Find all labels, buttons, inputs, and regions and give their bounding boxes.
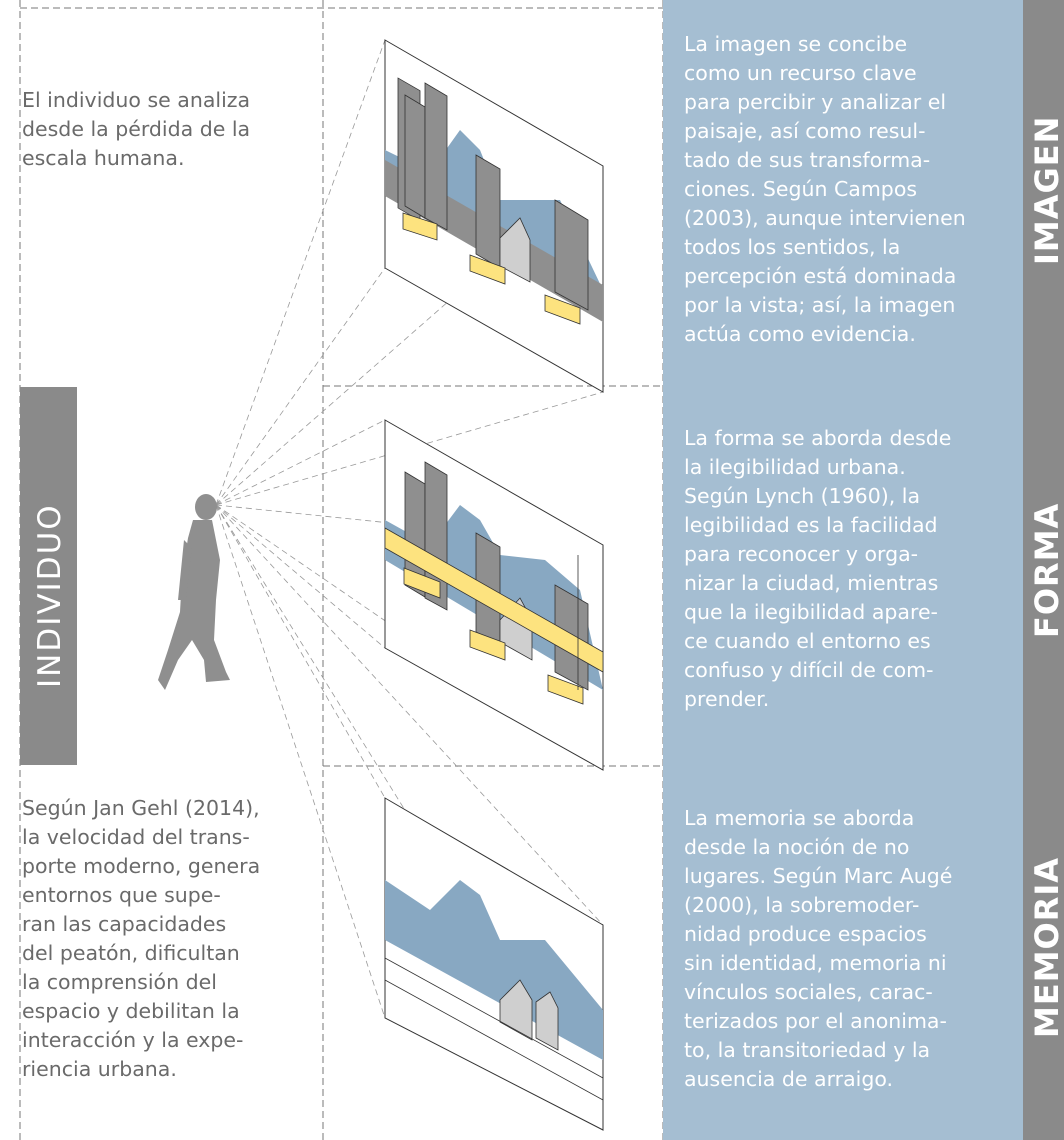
section-label-column: [1023, 0, 1064, 1140]
panel-memoria: [384, 797, 604, 1131]
memoria-text: La memoria se aborda desde la noción de …: [684, 806, 953, 1091]
text-panel-background: [663, 0, 1023, 1140]
section-label-imagen: IMAGEN: [1028, 115, 1064, 265]
panel-imagen: [384, 39, 604, 393]
gehl-quote-text: Según Jan Gehl (2014), la velocidad del …: [22, 796, 261, 1081]
individuo-intro-text: El individuo se analiza desde la pérdida…: [22, 88, 251, 170]
section-label-memoria: MEMORIA: [1028, 856, 1064, 1038]
individuo-label-box: [20, 387, 77, 765]
section-label-forma: FORMA: [1028, 502, 1064, 638]
walking-person-silhouette: [158, 494, 230, 690]
imagen-text: La imagen se concibe como un recurso cla…: [684, 32, 966, 346]
panel-forma: [384, 419, 604, 771]
sight-lines: [215, 39, 604, 1131]
forma-text: La forma se aborda desde la ilegibilidad…: [684, 426, 952, 711]
